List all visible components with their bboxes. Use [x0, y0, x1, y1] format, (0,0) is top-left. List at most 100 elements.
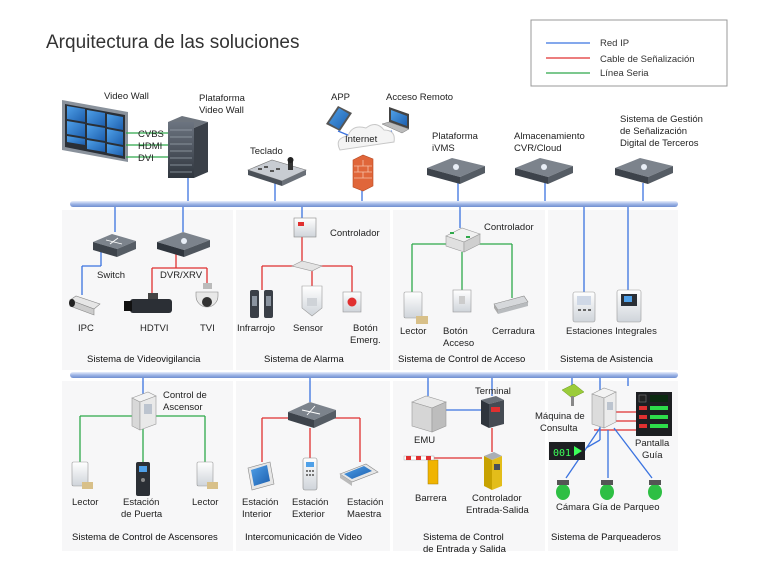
ivms-server-icon: [427, 158, 485, 184]
elevator-reader-left-icon: [71, 461, 93, 489]
third-party-server-icon: [615, 158, 673, 184]
guide-screen-icon: [636, 392, 672, 436]
switch-icon: [93, 234, 136, 257]
attendance-system-label: Sistema de Asistencia: [560, 354, 654, 365]
firewall-icon: [352, 154, 374, 192]
keyboard-icon: [247, 157, 307, 186]
parking-camera-label: Cámara Gía de Parqueo: [556, 502, 660, 513]
legend-label-ip: Red IP: [600, 38, 629, 49]
elevator-system-label: Sistema de Control de Ascensores: [72, 532, 218, 543]
emergency-label-1: Botón: [353, 323, 378, 334]
elevator-reader-left-label: Lector: [72, 497, 98, 508]
tvi-dome-camera-icon: [195, 283, 219, 308]
alarm-controller-icon: [293, 217, 317, 238]
door-station-label-2: de Puerta: [121, 509, 163, 520]
legend-label-serial: Línea Seria: [600, 68, 649, 79]
entrance-controller-icon: [484, 452, 502, 490]
kiosk-label-2: Consulta: [540, 423, 578, 434]
platform-vw-label-1: Plataforma: [199, 93, 246, 104]
ipc-label: IPC: [78, 323, 94, 334]
entrance-system-label-1: Sistema de Control: [423, 532, 504, 543]
elevator-reader-right-label: Lector: [192, 497, 218, 508]
third-label-1: Sistema de Gestión: [620, 114, 703, 125]
network-bus-top: [70, 201, 678, 207]
master-station-label-1: Estación: [347, 497, 383, 508]
infrared-label: Infrarrojo: [237, 323, 275, 334]
port-dvi: DVI: [138, 153, 154, 164]
emu-server-icon: [411, 395, 447, 433]
access-controller-label: Controlador: [484, 222, 534, 233]
exit-button-icon: [452, 289, 472, 313]
parking-camera-icon-3: [648, 480, 662, 500]
access-controller-icon: [445, 227, 481, 253]
storage-server-icon: [515, 158, 573, 184]
tvi-label: TVI: [200, 323, 215, 334]
master-station-icon: [339, 463, 379, 486]
emergency-button-icon: [342, 291, 362, 313]
dvr-label: DVR/XRV: [160, 270, 203, 281]
elevator-controller-icon: [131, 391, 157, 431]
third-label-2: de Señalización: [620, 126, 687, 137]
attendance-stations-label: Estaciones Integrales: [566, 326, 657, 337]
legend-label-signal: Cable de Señalización: [600, 54, 695, 65]
led-display-value: 001: [553, 448, 571, 459]
guide-label-2: Guía: [642, 450, 663, 461]
ipc-camera-icon: [69, 295, 101, 316]
exit-button-label-2: Acceso: [443, 338, 474, 349]
magnetic-lock-icon: [493, 295, 529, 314]
keyboard-label: Teclado: [250, 146, 283, 157]
attendance-terminal-icon-2: [616, 289, 642, 323]
app-label: APP: [331, 92, 350, 103]
indoor-station-label-1: Estación: [242, 497, 278, 508]
alarm-system-label: Sistema de Alarma: [264, 354, 344, 365]
infrared-detector-icon: [250, 290, 273, 318]
door-station-label-1: Estación: [123, 497, 159, 508]
parking-camera-icon-2: [600, 480, 614, 500]
alarm-hub-icon: [291, 260, 323, 272]
intercom-switch-icon: [288, 402, 336, 428]
remote-label: Acceso Remoto: [386, 92, 453, 103]
attendance-section-bg: [548, 210, 678, 370]
door-station-icon: [136, 462, 150, 496]
sensor-label: Sensor: [293, 323, 323, 334]
video-wall-icon: [62, 100, 128, 162]
intercom-system-label: Intercomunicación de Video: [245, 532, 362, 543]
elevator-reader-right-icon: [196, 461, 218, 489]
storage-label-2: CVR/Cloud: [514, 143, 562, 154]
led-display-icon: 001: [549, 442, 585, 460]
indoor-station-icon: [247, 461, 275, 491]
terminal-label: Terminal: [475, 386, 511, 397]
motion-sensor-icon: [301, 285, 323, 317]
page-title: Arquitectura de las soluciones: [46, 32, 299, 53]
outdoor-station-label-2: Exterior: [292, 509, 325, 520]
video-wall-label: Video Wall: [104, 91, 149, 102]
emergency-label-2: Emerg.: [350, 335, 381, 346]
access-system-label: Sistema de Control de Acceso: [398, 354, 525, 365]
parking-system-label: Sistema de Parqueaderos: [551, 532, 661, 543]
tablet-icon: [326, 106, 352, 131]
dvr-icon: [157, 232, 210, 257]
laptop-icon: [381, 107, 410, 134]
elevator-controller-label-1: Control de: [163, 390, 207, 401]
terminal-icon: [481, 396, 504, 428]
outdoor-station-label-1: Estación: [292, 497, 328, 508]
query-kiosk-icon: [561, 383, 585, 406]
emu-label: EMU: [414, 435, 435, 446]
kiosk-label-1: Máquina de: [535, 411, 585, 422]
outdoor-station-icon: [302, 457, 318, 491]
barrier-gate-icon: [403, 455, 439, 485]
attendance-terminal-icon-1: [572, 291, 596, 323]
lock-label: Cerradura: [492, 326, 535, 337]
switch-label: Switch: [97, 270, 125, 281]
internet-cloud-icon: [337, 124, 395, 151]
parking-controller-icon: [591, 387, 617, 429]
platform-vw-label-2: Video Wall: [199, 105, 244, 116]
master-station-label-2: Maestra: [347, 509, 382, 520]
entrance-system-label-2: de Entrada y Salida: [423, 544, 507, 555]
video-section-bg: [62, 210, 233, 370]
access-reader-label: Lector: [400, 326, 426, 337]
elevator-controller-label-2: Ascensor: [163, 402, 203, 413]
parking-camera-icon-1: [556, 480, 570, 500]
internet-label: Internet: [345, 134, 378, 145]
video-wall-server-icon: [168, 116, 208, 178]
